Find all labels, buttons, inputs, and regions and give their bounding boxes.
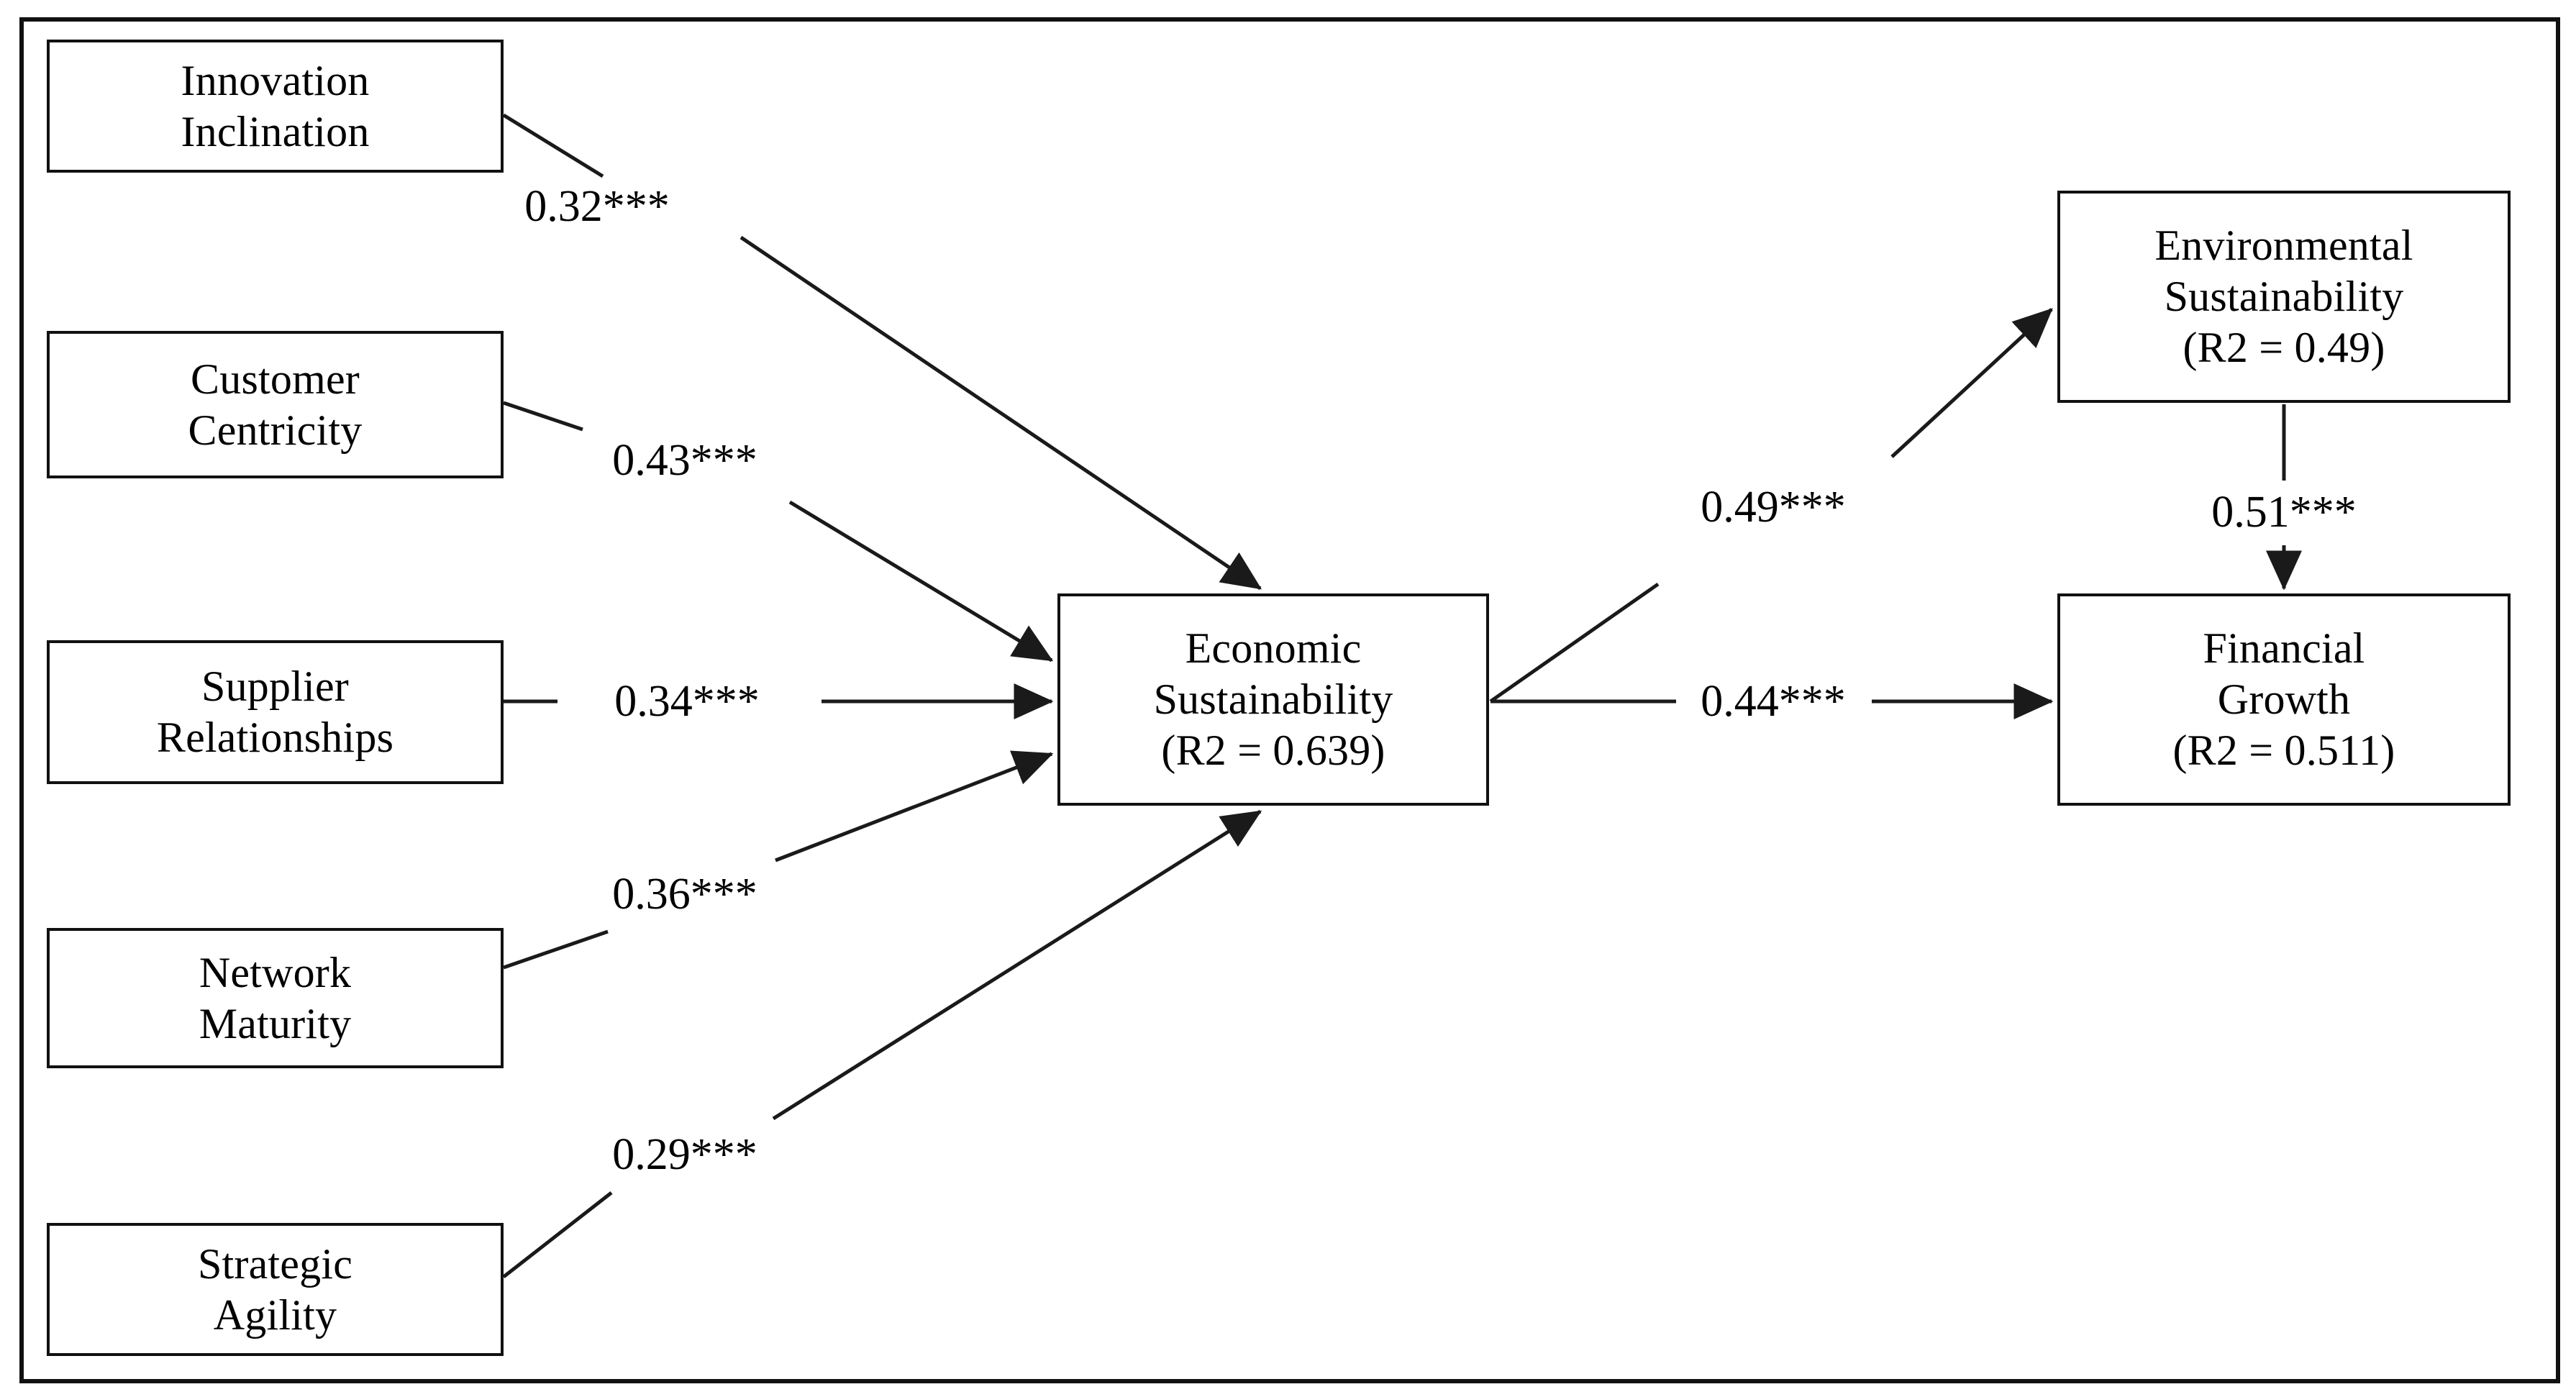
node-supplier-relationships[interactable]: Supplier Relationships xyxy=(47,640,504,784)
node-label-network-maturity: Network Maturity xyxy=(199,948,352,1047)
outer-frame xyxy=(19,17,2560,1383)
path-coefficient-supplier-to-economic: 0.34*** xyxy=(607,678,767,725)
node-label-environmental-sustainability: Environmental Sustainability (R2 = 0.49) xyxy=(2154,222,2413,371)
path-coefficient-innovation-to-economic: 0.32*** xyxy=(517,183,677,230)
path-line-p6-b xyxy=(1890,308,2053,458)
path-coefficient-environmental-to-financial: 0.51*** xyxy=(2204,488,2364,536)
path-coefficient-economic-to-financial: 0.44*** xyxy=(1693,678,1853,725)
node-label-innovation-inclination: Innovation Inclination xyxy=(181,56,370,155)
node-label-financial-growth: Financial Growth (R2 = 0.511) xyxy=(2172,624,2395,774)
path-line-p4-b xyxy=(775,750,1054,863)
path-line-p2-b xyxy=(788,500,1054,663)
node-label-customer-centricity: Customer Centricity xyxy=(188,355,363,454)
path-coefficient-strategic-to-economic: 0.29*** xyxy=(605,1131,765,1178)
node-innovation-inclination[interactable]: Innovation Inclination xyxy=(47,40,504,173)
path-line-p6-a xyxy=(1489,582,1660,704)
node-label-supplier-relationships: Supplier Relationships xyxy=(156,663,394,761)
node-label-strategic-agility: Strategic Agility xyxy=(197,1239,353,1339)
path-line-p1-b xyxy=(739,235,1262,591)
path-coefficient-network-to-economic: 0.36*** xyxy=(605,870,765,918)
path-line-p2-a xyxy=(503,401,583,432)
node-financial-growth[interactable]: Financial Growth (R2 = 0.511) xyxy=(2057,593,2511,806)
node-economic-sustainability[interactable]: Economic Sustainability (R2 = 0.639) xyxy=(1057,593,1489,806)
path-coefficient-economic-to-environmental: 0.49*** xyxy=(1693,483,1853,531)
path-line-p5-a xyxy=(502,1191,613,1278)
node-customer-centricity[interactable]: Customer Centricity xyxy=(47,331,504,478)
node-strategic-agility[interactable]: Strategic Agility xyxy=(47,1223,504,1356)
node-label-economic-sustainability: Economic Sustainability (R2 = 0.639) xyxy=(1153,624,1393,774)
path-line-p4-a xyxy=(503,929,609,970)
path-line-p5-b xyxy=(772,809,1262,1121)
node-network-maturity[interactable]: Network Maturity xyxy=(47,928,504,1068)
path-line-p1-a xyxy=(502,113,604,178)
node-environmental-sustainability[interactable]: Environmental Sustainability (R2 = 0.49) xyxy=(2057,191,2511,403)
path-coefficient-customer-to-economic: 0.43*** xyxy=(605,437,765,484)
